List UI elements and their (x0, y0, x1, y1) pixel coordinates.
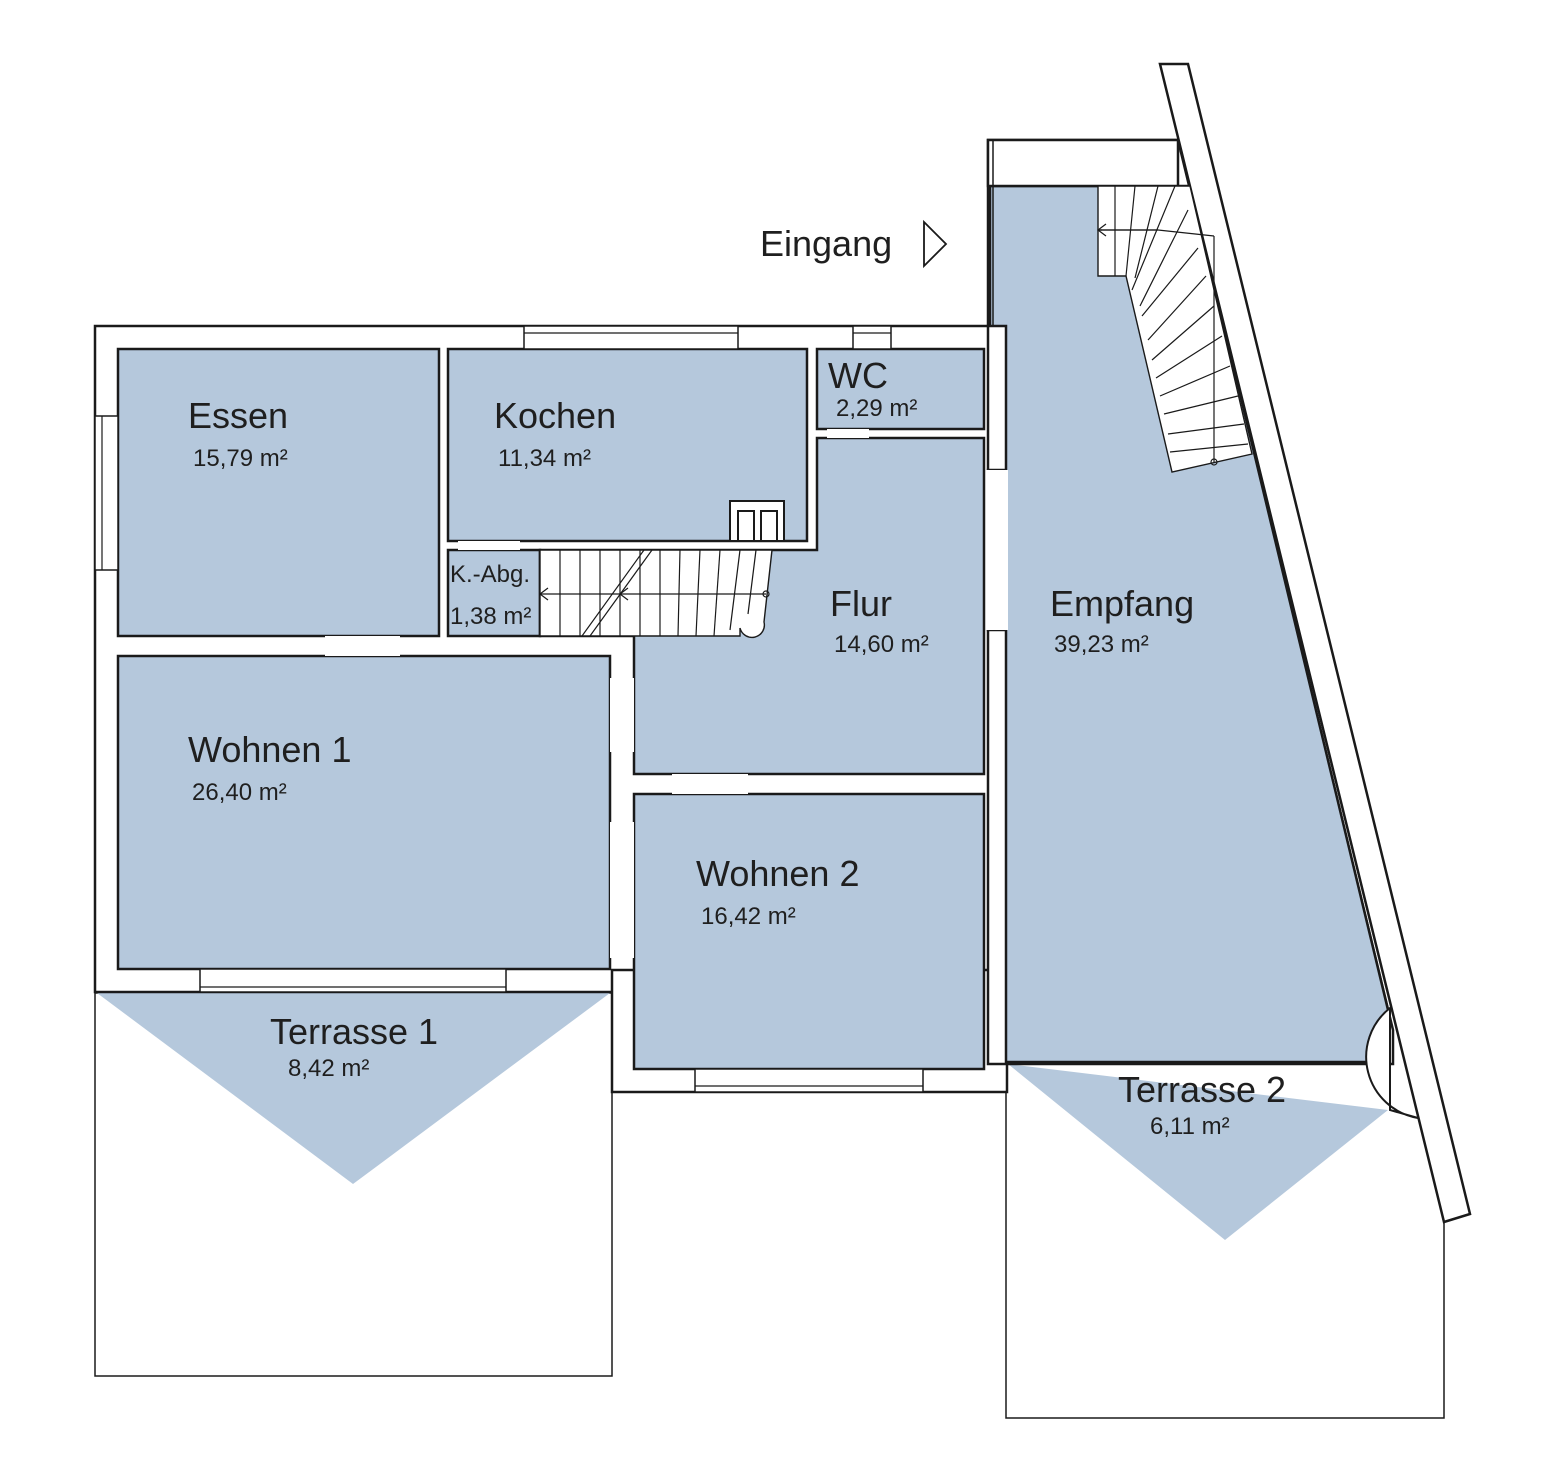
room-wohnen1-name: Wohnen 1 (188, 729, 351, 770)
doorway-flur-empfang (984, 470, 1008, 630)
doorway-wc-flur (827, 429, 869, 438)
room-wohnen1 (116, 654, 612, 971)
terrace-2-area (1008, 1064, 1388, 1240)
triangle-arrow-right-icon (923, 219, 948, 269)
room-wc (815, 347, 986, 431)
entrance-door-frame-top (986, 138, 1180, 188)
doorway-wohnen1-wohnen2 (610, 822, 634, 958)
terrace-1-area (97, 993, 610, 1184)
room-wc-name: WC (828, 355, 888, 396)
terrace-2-name: Terrasse 2 (1118, 1069, 1286, 1110)
room-essen-area: 15,79 m² (193, 445, 288, 472)
doorway-kochen-kabg (458, 541, 520, 550)
room-wc-area: 2,29 m² (836, 395, 917, 422)
round-column (1365, 1005, 1419, 1119)
room-flur-name: Flur (830, 583, 892, 624)
room-wohnen2-name: Wohnen 2 (696, 853, 859, 894)
terrace-2-area-label: 6,11 m² (1150, 1113, 1230, 1140)
room-wohnen1-area: 26,40 m² (192, 779, 287, 806)
room-empfang-name: Empfang (1050, 583, 1194, 624)
room-essen (116, 347, 441, 638)
terrace-2-garden-outline (1005, 1062, 1445, 1419)
stove-icon (729, 500, 785, 542)
doorway-flur-wohnen2 (672, 774, 748, 794)
room-essen-name: Essen (188, 395, 288, 436)
room-wohnen2-area: 16,42 m² (701, 903, 796, 930)
sloped-outer-wall (1158, 62, 1472, 1224)
room-kochen-area: 11,34 m² (498, 445, 591, 472)
room-wohnen2 (632, 792, 986, 1071)
entrance-label: Eingang (760, 223, 892, 264)
terrace-1-area-label: 8,42 m² (288, 1055, 369, 1082)
staircase-flur (539, 549, 773, 639)
terrace-1-name: Terrasse 1 (270, 1011, 438, 1052)
room-empfang-area: 39,23 m² (1054, 631, 1149, 658)
windows (94, 325, 924, 1093)
room-kabg-area: 1,38 m² (450, 603, 531, 630)
room-kabg (446, 548, 542, 638)
doorway-wohnen1-flur (610, 678, 634, 752)
doorway-essen-wohnen1 (325, 636, 400, 656)
room-kochen-name: Kochen (494, 395, 616, 436)
staircase-empfang (1097, 185, 1253, 473)
room-kabg-name: K.-Abg. (450, 561, 530, 588)
room-flur-area: 14,60 m² (834, 631, 929, 658)
